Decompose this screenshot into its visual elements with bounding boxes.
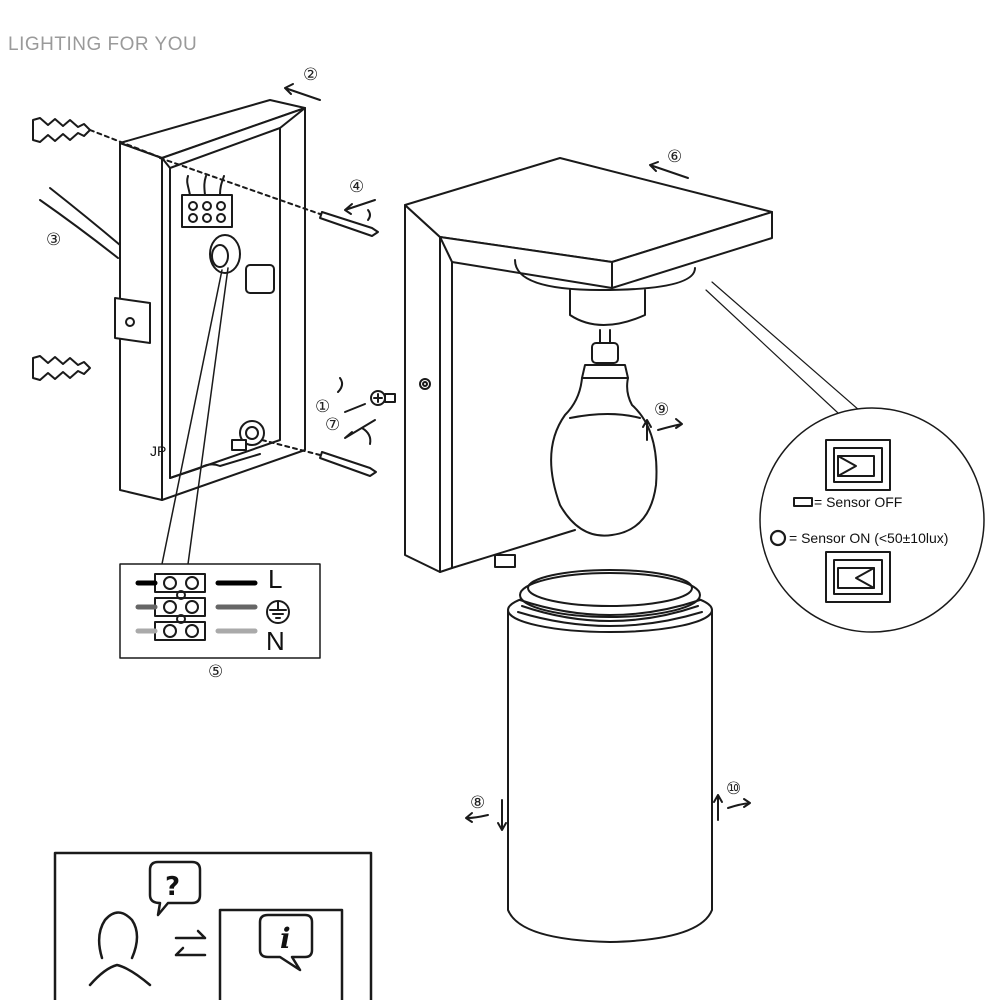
wiring-detail-box — [119, 563, 321, 659]
back-plate — [114, 99, 306, 501]
step-7-marker: ⑦ — [325, 415, 340, 435]
info-glyph: i — [280, 922, 291, 955]
step-10-marker: ⑩ — [726, 779, 741, 799]
glass-shade — [507, 569, 713, 943]
arrow-step6 — [649, 161, 689, 179]
info-bubble-icon — [258, 913, 314, 972]
step-2-marker: ② — [303, 65, 318, 85]
arrow-step2 — [284, 83, 321, 101]
arrow-step10 — [713, 794, 723, 821]
step-5-marker: ⑤ — [208, 662, 223, 682]
question-bubble-icon — [148, 860, 202, 917]
switch-on — [825, 551, 891, 603]
wire-live-label: L — [268, 564, 282, 594]
sensor-off-label: = Sensor OFF — [814, 494, 902, 510]
step-4-marker: ④ — [349, 177, 364, 197]
step-9-marker: ⑨ — [654, 400, 669, 420]
step-3-marker: ③ — [46, 230, 61, 250]
switch-off — [825, 439, 891, 491]
step-1-marker: ① — [315, 397, 330, 417]
small-screw — [370, 390, 396, 406]
ground-icon — [266, 600, 290, 624]
sensor-on-label: = Sensor ON (<50±10lux) — [789, 530, 948, 546]
wire-neutral-label: N — [266, 626, 285, 656]
lamp-housing — [404, 157, 773, 573]
fixing-screw-top — [159, 157, 379, 237]
wall-plug-top — [32, 117, 163, 159]
arrow-step9 — [642, 419, 652, 441]
fixing-screw-bottom — [261, 439, 377, 477]
arrow-step8 — [497, 799, 507, 831]
user-icon — [88, 911, 152, 987]
mains-cable — [39, 199, 119, 259]
arrow-step7 — [344, 419, 376, 439]
step-8-marker: ⑧ — [470, 793, 485, 813]
sensor-on-symbol — [769, 529, 787, 547]
step-6-marker: ⑥ — [667, 147, 682, 167]
sensor-off-symbol — [793, 497, 813, 507]
backplate-mark: JP — [150, 443, 166, 459]
arrow-step4 — [344, 199, 376, 215]
terminal-diagram — [154, 573, 206, 641]
wall-plug-bottom — [32, 355, 91, 381]
question-mark-glyph: ? — [165, 872, 180, 902]
light-bulb — [550, 329, 658, 537]
brand-text: LIGHTING FOR YOU — [8, 34, 197, 55]
swap-arrows-icon — [174, 929, 207, 957]
sensor-callout — [759, 407, 985, 633]
